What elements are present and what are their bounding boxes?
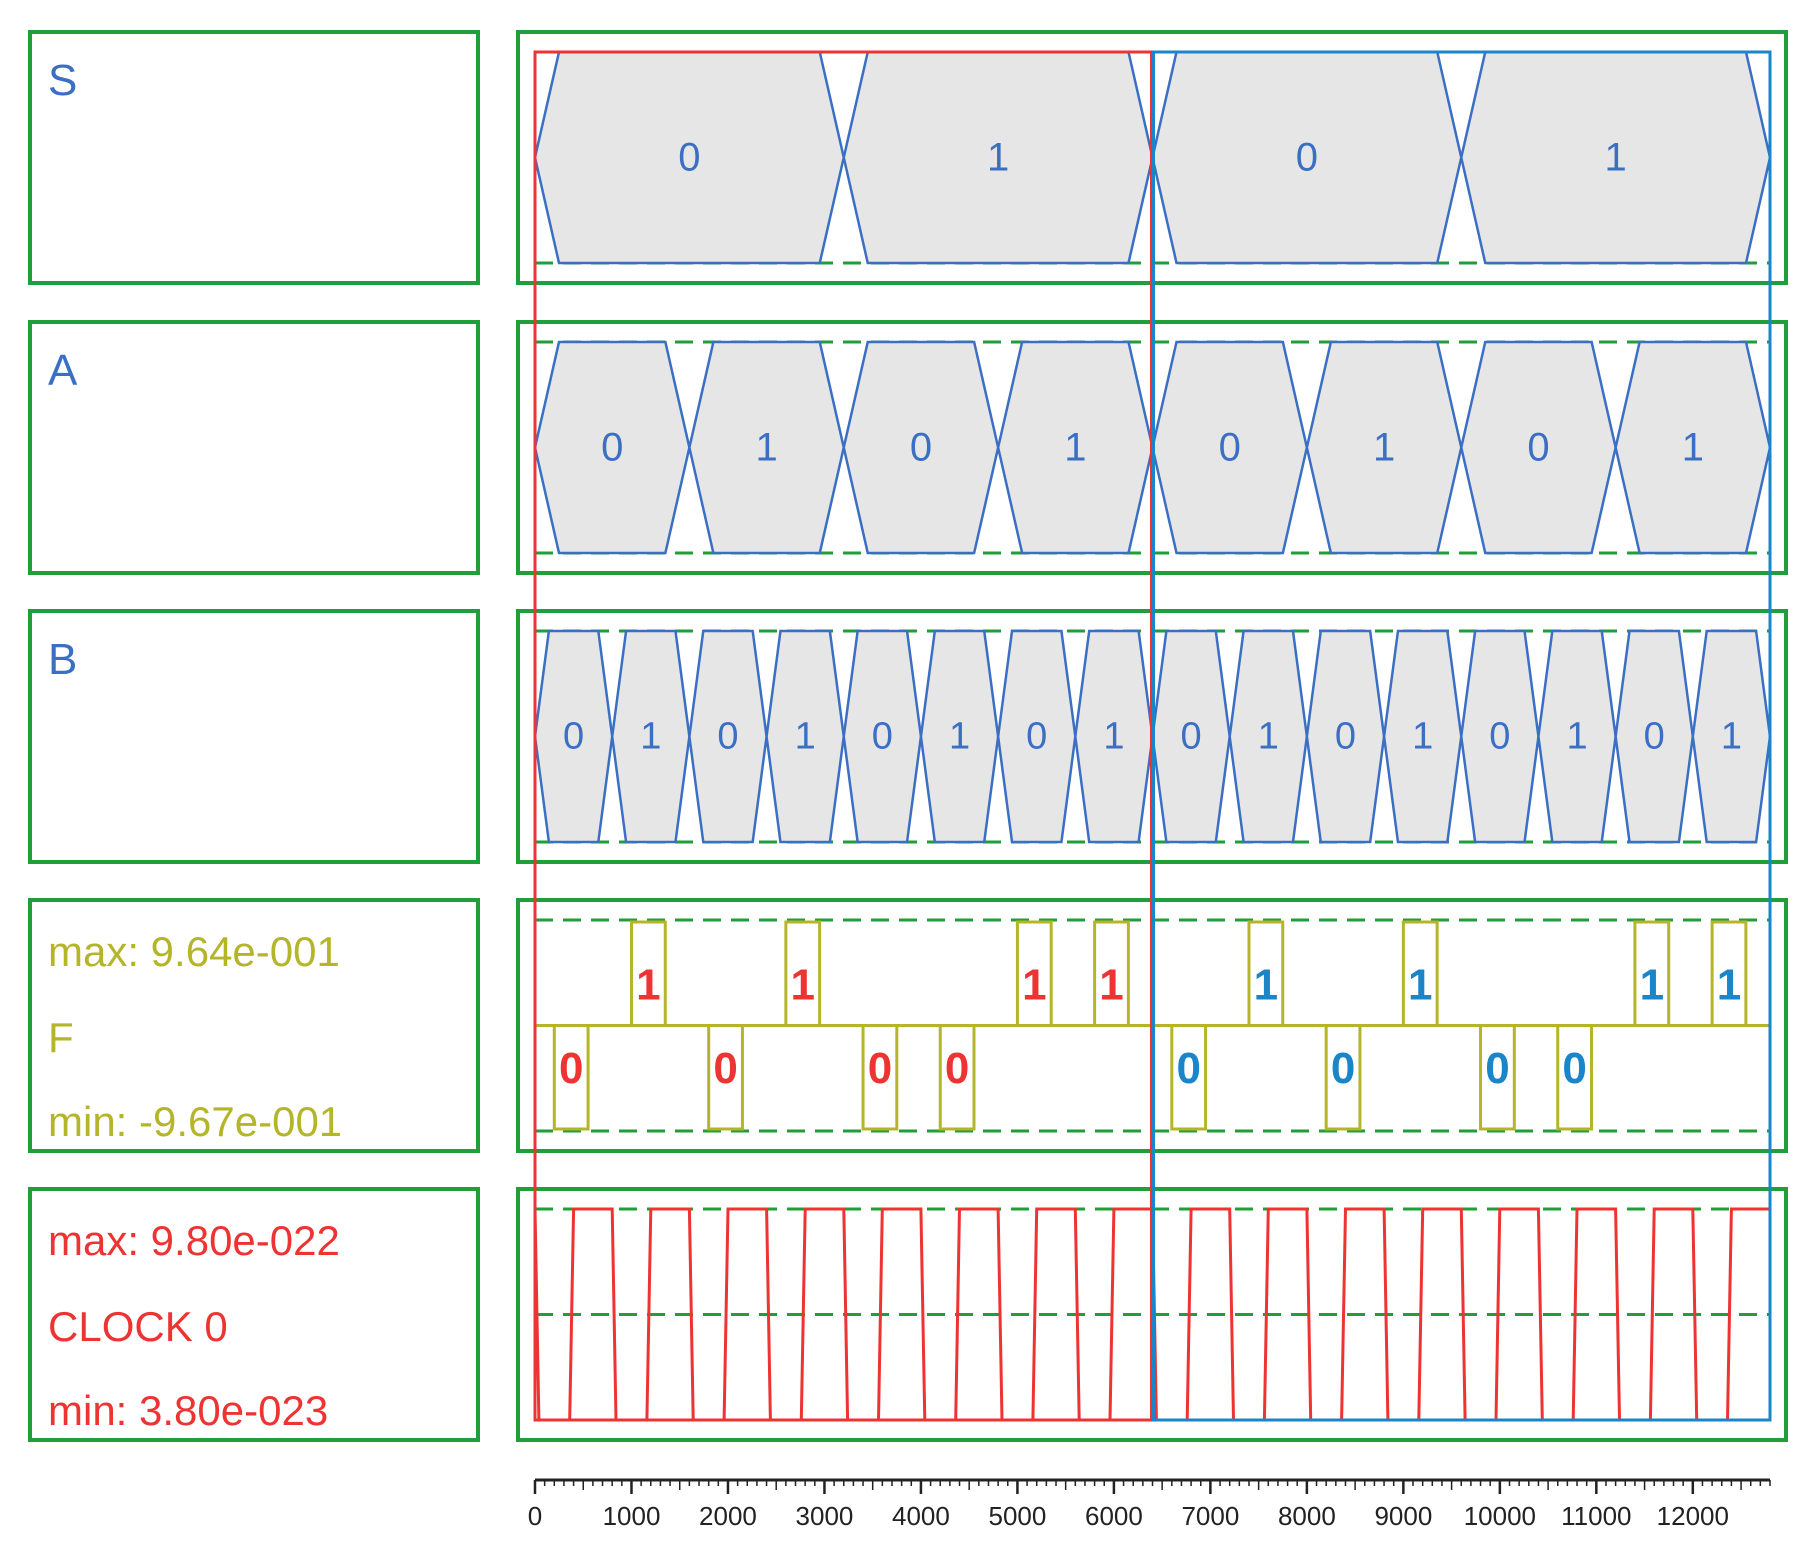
f-pulse xyxy=(1710,920,1748,1027)
clock-min-label: min: 3.80e-023 xyxy=(48,1387,329,1434)
f-pulse xyxy=(1093,920,1130,1027)
time-axis-label: 1000 xyxy=(603,1501,661,1531)
signal-name-s: S xyxy=(48,56,78,105)
bus-value-label: 0 xyxy=(601,426,623,470)
f-pulse xyxy=(707,1024,744,1131)
f-pulse xyxy=(1324,1024,1362,1131)
f-pulse-label: 1 xyxy=(1022,960,1046,1009)
f-pulse-label: 1 xyxy=(1099,960,1123,1009)
time-axis-label: 4000 xyxy=(892,1501,950,1531)
time-axis-label: 3000 xyxy=(796,1501,854,1531)
time-axis-label: 7000 xyxy=(1181,1501,1239,1531)
label-panel-clock: max: 9.80e-022 CLOCK 0 min: 3.80e-023 xyxy=(28,1187,480,1442)
bus-value-label: 1 xyxy=(1373,426,1395,470)
bus-value-label: 0 xyxy=(1644,716,1665,758)
bus-value-label: 0 xyxy=(678,136,700,180)
cursor-blue xyxy=(1152,50,1772,1422)
bus-value-label: 1 xyxy=(1682,426,1704,470)
time-axis-label: 6000 xyxy=(1085,1501,1143,1531)
f-pulse-label: 0 xyxy=(1485,1044,1509,1093)
f-pulse xyxy=(1247,920,1285,1027)
bus-value-label: 1 xyxy=(1258,716,1279,758)
f-pulse-label: 1 xyxy=(1254,960,1278,1009)
bus-value-label: 0 xyxy=(1296,136,1318,180)
label-panel-b: B xyxy=(28,609,480,864)
bus-value-label: 1 xyxy=(640,716,661,758)
bus-value-label: 0 xyxy=(1219,426,1241,470)
bus-value-label: 0 xyxy=(872,716,893,758)
f-pulse xyxy=(1479,1024,1516,1131)
bus-value-label: 1 xyxy=(949,716,970,758)
f-pulse-label: 0 xyxy=(945,1044,969,1093)
bus-value-label: 0 xyxy=(1489,716,1510,758)
label-panel-a: A xyxy=(28,320,480,575)
f-pulse-label: 0 xyxy=(713,1044,737,1093)
f-pulse-label: 0 xyxy=(868,1044,892,1093)
signal-name-a: A xyxy=(48,346,78,395)
bus-value-label: 0 xyxy=(717,716,738,758)
f-pulse-label: 1 xyxy=(791,960,815,1009)
signal-name-clock: CLOCK 0 xyxy=(48,1303,228,1350)
f-pulse xyxy=(1170,1024,1208,1131)
bus-value-label: 0 xyxy=(563,716,584,758)
bus-value-label: 0 xyxy=(1181,716,1202,758)
f-pulse xyxy=(629,920,667,1027)
bus-value-label: 1 xyxy=(795,716,816,758)
time-axis-label: 9000 xyxy=(1374,1501,1432,1531)
f-pulse xyxy=(552,1024,590,1131)
f-pulse-label: 0 xyxy=(1176,1044,1200,1093)
f-pulse-label: 0 xyxy=(1331,1044,1355,1093)
bus-value-label: 1 xyxy=(987,136,1009,180)
f-pulse xyxy=(938,1024,976,1131)
bus-value-label: 1 xyxy=(1605,136,1627,180)
f-pulse xyxy=(1401,920,1439,1027)
cursor-red xyxy=(533,50,1153,1422)
signal-name-b: B xyxy=(48,635,78,684)
time-axis-label: 0 xyxy=(528,1501,542,1531)
time-axis-label: 2000 xyxy=(699,1501,757,1531)
f-pulse-label: 0 xyxy=(559,1044,583,1093)
time-axis-label: 8000 xyxy=(1278,1501,1336,1531)
bus-value-label: 1 xyxy=(755,426,777,470)
time-axis-label: 5000 xyxy=(989,1501,1047,1531)
f-pulse xyxy=(1556,1024,1594,1131)
bus-value-label: 1 xyxy=(1064,426,1086,470)
f-pulse xyxy=(784,920,822,1027)
f-pulse xyxy=(861,1024,899,1131)
time-axis-label: 11000 xyxy=(1561,1501,1631,1531)
bus-value-label: 1 xyxy=(1566,716,1587,758)
f-max-label: max: 9.64e-001 xyxy=(48,928,340,975)
bus-value-label: 0 xyxy=(1335,716,1356,758)
label-panel-s: S xyxy=(28,30,480,285)
signal-name-f: F xyxy=(48,1014,74,1061)
f-min-label: min: -9.67e-001 xyxy=(48,1098,343,1145)
bus-value-label: 1 xyxy=(1103,716,1124,758)
bus-value-label: 1 xyxy=(1721,716,1742,758)
f-pulse-label: 0 xyxy=(1562,1044,1586,1093)
f-pulse-label: 1 xyxy=(636,960,660,1009)
f-pulse-label: 1 xyxy=(1640,960,1664,1009)
f-pulse-label: 1 xyxy=(1408,960,1432,1009)
clock-max-label: max: 9.80e-022 xyxy=(48,1217,340,1264)
time-axis-label: 10000 xyxy=(1464,1501,1536,1531)
f-pulse xyxy=(1633,920,1671,1027)
f-pulse-label: 1 xyxy=(1717,960,1741,1009)
bus-value-label: 0 xyxy=(910,426,932,470)
bus-value-label: 0 xyxy=(1527,426,1549,470)
label-panel-f: max: 9.64e-001 F min: -9.67e-001 xyxy=(28,898,480,1153)
f-pulse xyxy=(1015,920,1053,1027)
bus-value-label: 0 xyxy=(1026,716,1047,758)
time-axis-label: 12000 xyxy=(1657,1501,1729,1531)
bus-value-label: 1 xyxy=(1412,716,1433,758)
